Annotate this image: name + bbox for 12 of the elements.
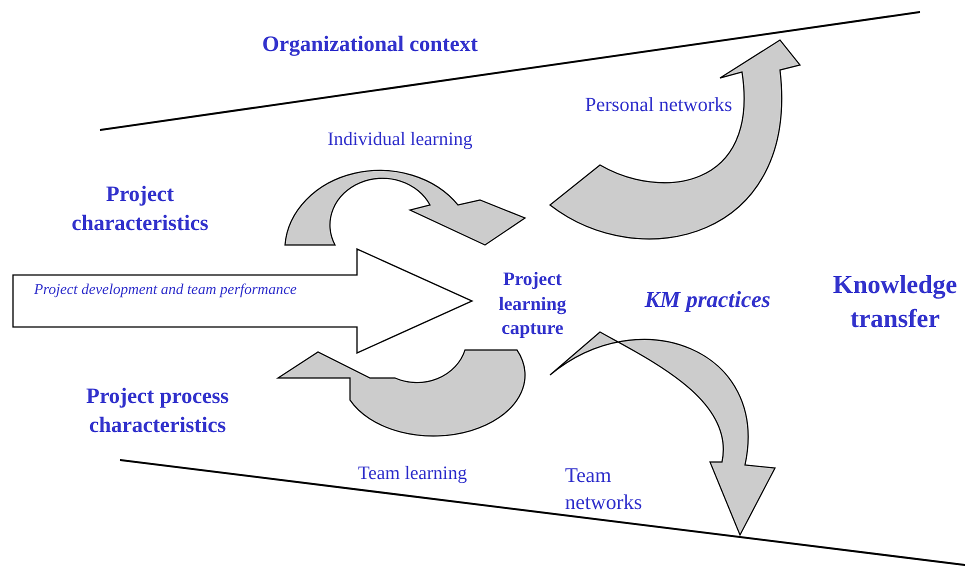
heading: Project process characteristics [85,382,230,439]
center-label: Project learning capture [498,268,568,342]
heading: KM practices [644,286,772,314]
heading: Organizational context [261,30,479,58]
heading: Knowledge transfer [832,269,958,335]
annotation-text: Individual learning [326,128,474,152]
arrow-label: Project development and team performance [34,282,297,299]
heading: Project characteristics [70,180,210,237]
annotation-text: Team learning [357,462,468,486]
block-arrow [12,248,474,354]
annotation-text: Team networks [565,462,643,516]
annotation-text: Personal networks [585,93,734,118]
